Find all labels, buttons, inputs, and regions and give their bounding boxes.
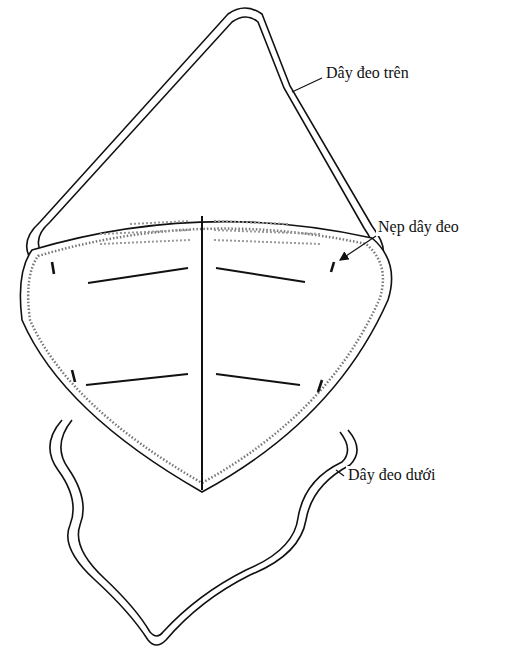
strap-label: Dây đeo trên xyxy=(324,64,411,82)
clip-label: Nẹp dây đeo xyxy=(376,218,461,236)
strap-label: Dây đeo dưới xyxy=(346,466,437,484)
mask-body xyxy=(20,222,391,492)
strap-clip xyxy=(52,262,334,392)
printed-marks xyxy=(100,221,320,244)
leader-line xyxy=(292,78,376,476)
fold-lines xyxy=(86,216,305,490)
mask-seam xyxy=(28,229,383,483)
